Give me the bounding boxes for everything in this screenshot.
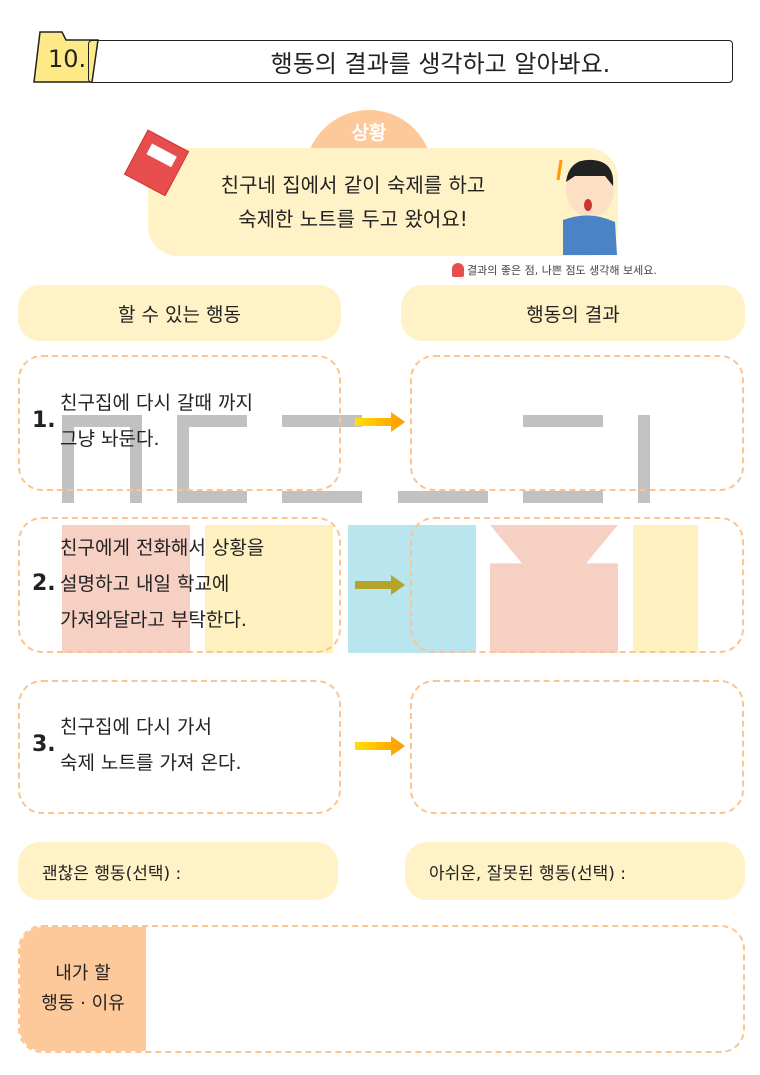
results-header: 행동의 결과 [401, 285, 745, 341]
item-number: 1. [32, 408, 56, 433]
bad-action-label: 아쉬운, 잘못된 행동(선택) : [429, 863, 627, 884]
result-card-3[interactable] [410, 680, 744, 814]
section-number: 10. [48, 45, 87, 73]
item-line: 친구집에 다시 갈때 까지 [60, 392, 253, 414]
item-number: 2. [32, 571, 56, 596]
good-action-field[interactable]: 괜찮은 행동(선택) : [18, 842, 338, 900]
my-action-box[interactable] [18, 925, 745, 1053]
arrow-right-icon [355, 412, 405, 432]
item-line: 친구에게 전화해서 상황을 [60, 537, 265, 559]
page-title: 행동의 결과를 생각하고 알아봐요. [88, 40, 733, 83]
hint-label: 결과의 좋은 점, 나쁜 점도 생각해 보세요. [467, 264, 657, 277]
item-line: 그냥 놔둔다. [60, 428, 160, 450]
item-number: 3. [32, 732, 56, 757]
watermark-block [205, 525, 333, 653]
my-action-line: 행동 · 이유 [41, 993, 125, 1014]
arrow-right-icon [355, 575, 405, 595]
situation-line: 숙제한 노트를 두고 왔어요! [238, 207, 468, 231]
item-line: 숙제 노트를 가져 온다. [60, 752, 242, 774]
watermark-block [490, 525, 618, 653]
item-line: 친구집에 다시 가서 [60, 716, 212, 738]
result-card-2[interactable] [410, 517, 744, 653]
page-title-text: 행동의 결과를 생각하고 알아봐요. [270, 50, 611, 78]
watermark-block [62, 525, 190, 653]
situation-line: 친구네 집에서 같이 숙제를 하고 [220, 173, 486, 197]
action-card-1 [18, 355, 341, 491]
watermark-letters [62, 415, 698, 503]
siren-icon [452, 263, 464, 277]
action-card-2 [18, 517, 341, 653]
watermark-block [633, 525, 698, 653]
worried-boy-icon [556, 159, 617, 255]
arrow-right-icon [355, 736, 405, 756]
my-action-label: 내가 할 행동 · 이유 [20, 927, 146, 1051]
action-card-3 [18, 680, 341, 814]
situation-box: 친구네 집에서 같이 숙제를 하고 숙제한 노트를 두고 왔어요! [148, 148, 618, 256]
item-line: 설명하고 내일 학교에 [60, 573, 230, 595]
good-action-label: 괜찮은 행동(선택) : [42, 863, 182, 884]
hint-text: 결과의 좋은 점, 나쁜 점도 생각해 보세요. [452, 262, 657, 278]
result-card-1[interactable] [410, 355, 744, 491]
bad-action-field[interactable]: 아쉬운, 잘못된 행동(선택) : [405, 842, 745, 900]
item-line: 가져와달라고 부탁한다. [60, 609, 247, 631]
actions-header: 할 수 있는 행동 [18, 285, 341, 341]
notebook-icon [123, 129, 190, 196]
my-action-line: 내가 할 [55, 963, 111, 984]
